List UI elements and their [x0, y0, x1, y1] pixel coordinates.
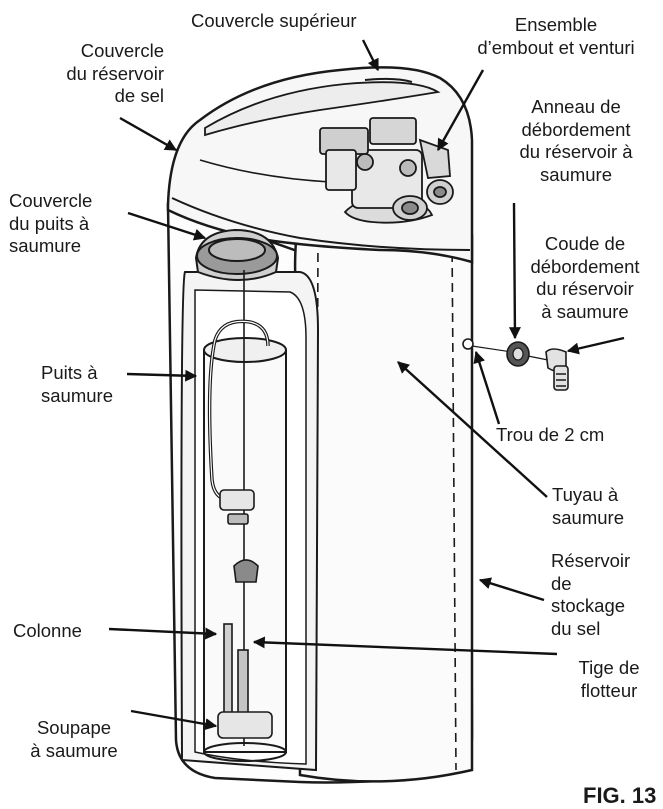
label-brine-well: Puits à saumure — [41, 362, 113, 407]
label-brine-tube-line: saumure — [552, 506, 624, 528]
label-nozzle-venturi-line: Ensemble — [514, 14, 598, 35]
label-float-rod-line: flotteur — [580, 679, 638, 701]
label-overflow-ring-line: du réservoir à — [519, 141, 633, 162]
salt-storage-tank-shell — [293, 208, 474, 783]
label-salt-storage-tank-line: Réservoir — [551, 550, 631, 571]
label-salt-storage-tank-line: stockage — [551, 595, 626, 616]
label-overflow-elbow-line: débordement — [530, 255, 640, 277]
control-valve — [319, 117, 454, 224]
label-salt-storage-tank: Réservoir de stockage du sel — [551, 550, 630, 640]
label-salt-tank-lid-line: de sel — [114, 85, 164, 106]
label-brine-well-line: Puits à — [41, 362, 98, 383]
label-overflow-elbow-line: Coude de — [544, 233, 626, 254]
label-brine-valve-line: à saumure — [30, 739, 118, 761]
label-brine-valve: Soupape à saumure — [14, 717, 134, 762]
label-overflow-ring-line: saumure — [540, 163, 612, 185]
label-brine-well-cover-line: du puits à — [9, 212, 90, 234]
label-overflow-elbow: Coude de débordement du réservoir à saum… — [515, 233, 655, 323]
label-overflow-elbow-line: du réservoir — [536, 278, 634, 299]
label-overflow-ring-line: débordement — [521, 118, 631, 140]
figure-number: FIG. 13 — [583, 783, 657, 808]
label-brine-tube-line: Tuyau à — [552, 484, 619, 505]
label-nozzle-venturi: Ensemble d’embout et venturi — [451, 14, 661, 59]
label-brine-well-cover-line: saumure — [9, 235, 81, 256]
leader-arrows — [108, 39, 625, 731]
overflow-hole — [462, 338, 474, 350]
overflow-ring — [506, 341, 530, 367]
label-salt-tank-lid-line: Couvercle — [80, 40, 164, 61]
label-salt-tank-lid: Couvercle du réservoir de sel — [14, 40, 164, 108]
label-brine-well-cover: Couvercle du puits à saumure — [9, 190, 92, 258]
top-cover — [204, 81, 441, 137]
label-float-rod-line: Tige de — [578, 657, 640, 678]
label-top-cover: Couvercle supérieur — [191, 10, 357, 31]
label-salt-storage-tank-line: du sel — [551, 617, 601, 639]
label-hole: Trou de 2 cm — [496, 424, 605, 445]
brine-valve — [217, 489, 273, 739]
brine-well-cover — [194, 228, 280, 281]
label-overflow-ring-line: Anneau de — [531, 96, 621, 117]
label-brine-tube: Tuyau à saumure — [552, 484, 624, 529]
label-brine-well-line: saumure — [41, 384, 113, 406]
overflow-elbow — [545, 348, 569, 391]
label-salt-storage-tank-line: de — [551, 572, 572, 594]
label-column: Colonne — [13, 620, 82, 641]
label-salt-tank-lid-line: du réservoir — [66, 62, 164, 84]
label-nozzle-venturi-line: d’embout et venturi — [477, 36, 635, 58]
label-brine-valve-line: Soupape — [36, 717, 112, 738]
label-brine-well-cover-line: Couvercle — [9, 190, 93, 211]
label-float-rod: Tige de flotteur — [559, 657, 659, 702]
label-overflow-elbow-line: à saumure — [541, 300, 629, 322]
label-overflow-ring: Anneau de débordement du réservoir à sau… — [501, 96, 651, 186]
